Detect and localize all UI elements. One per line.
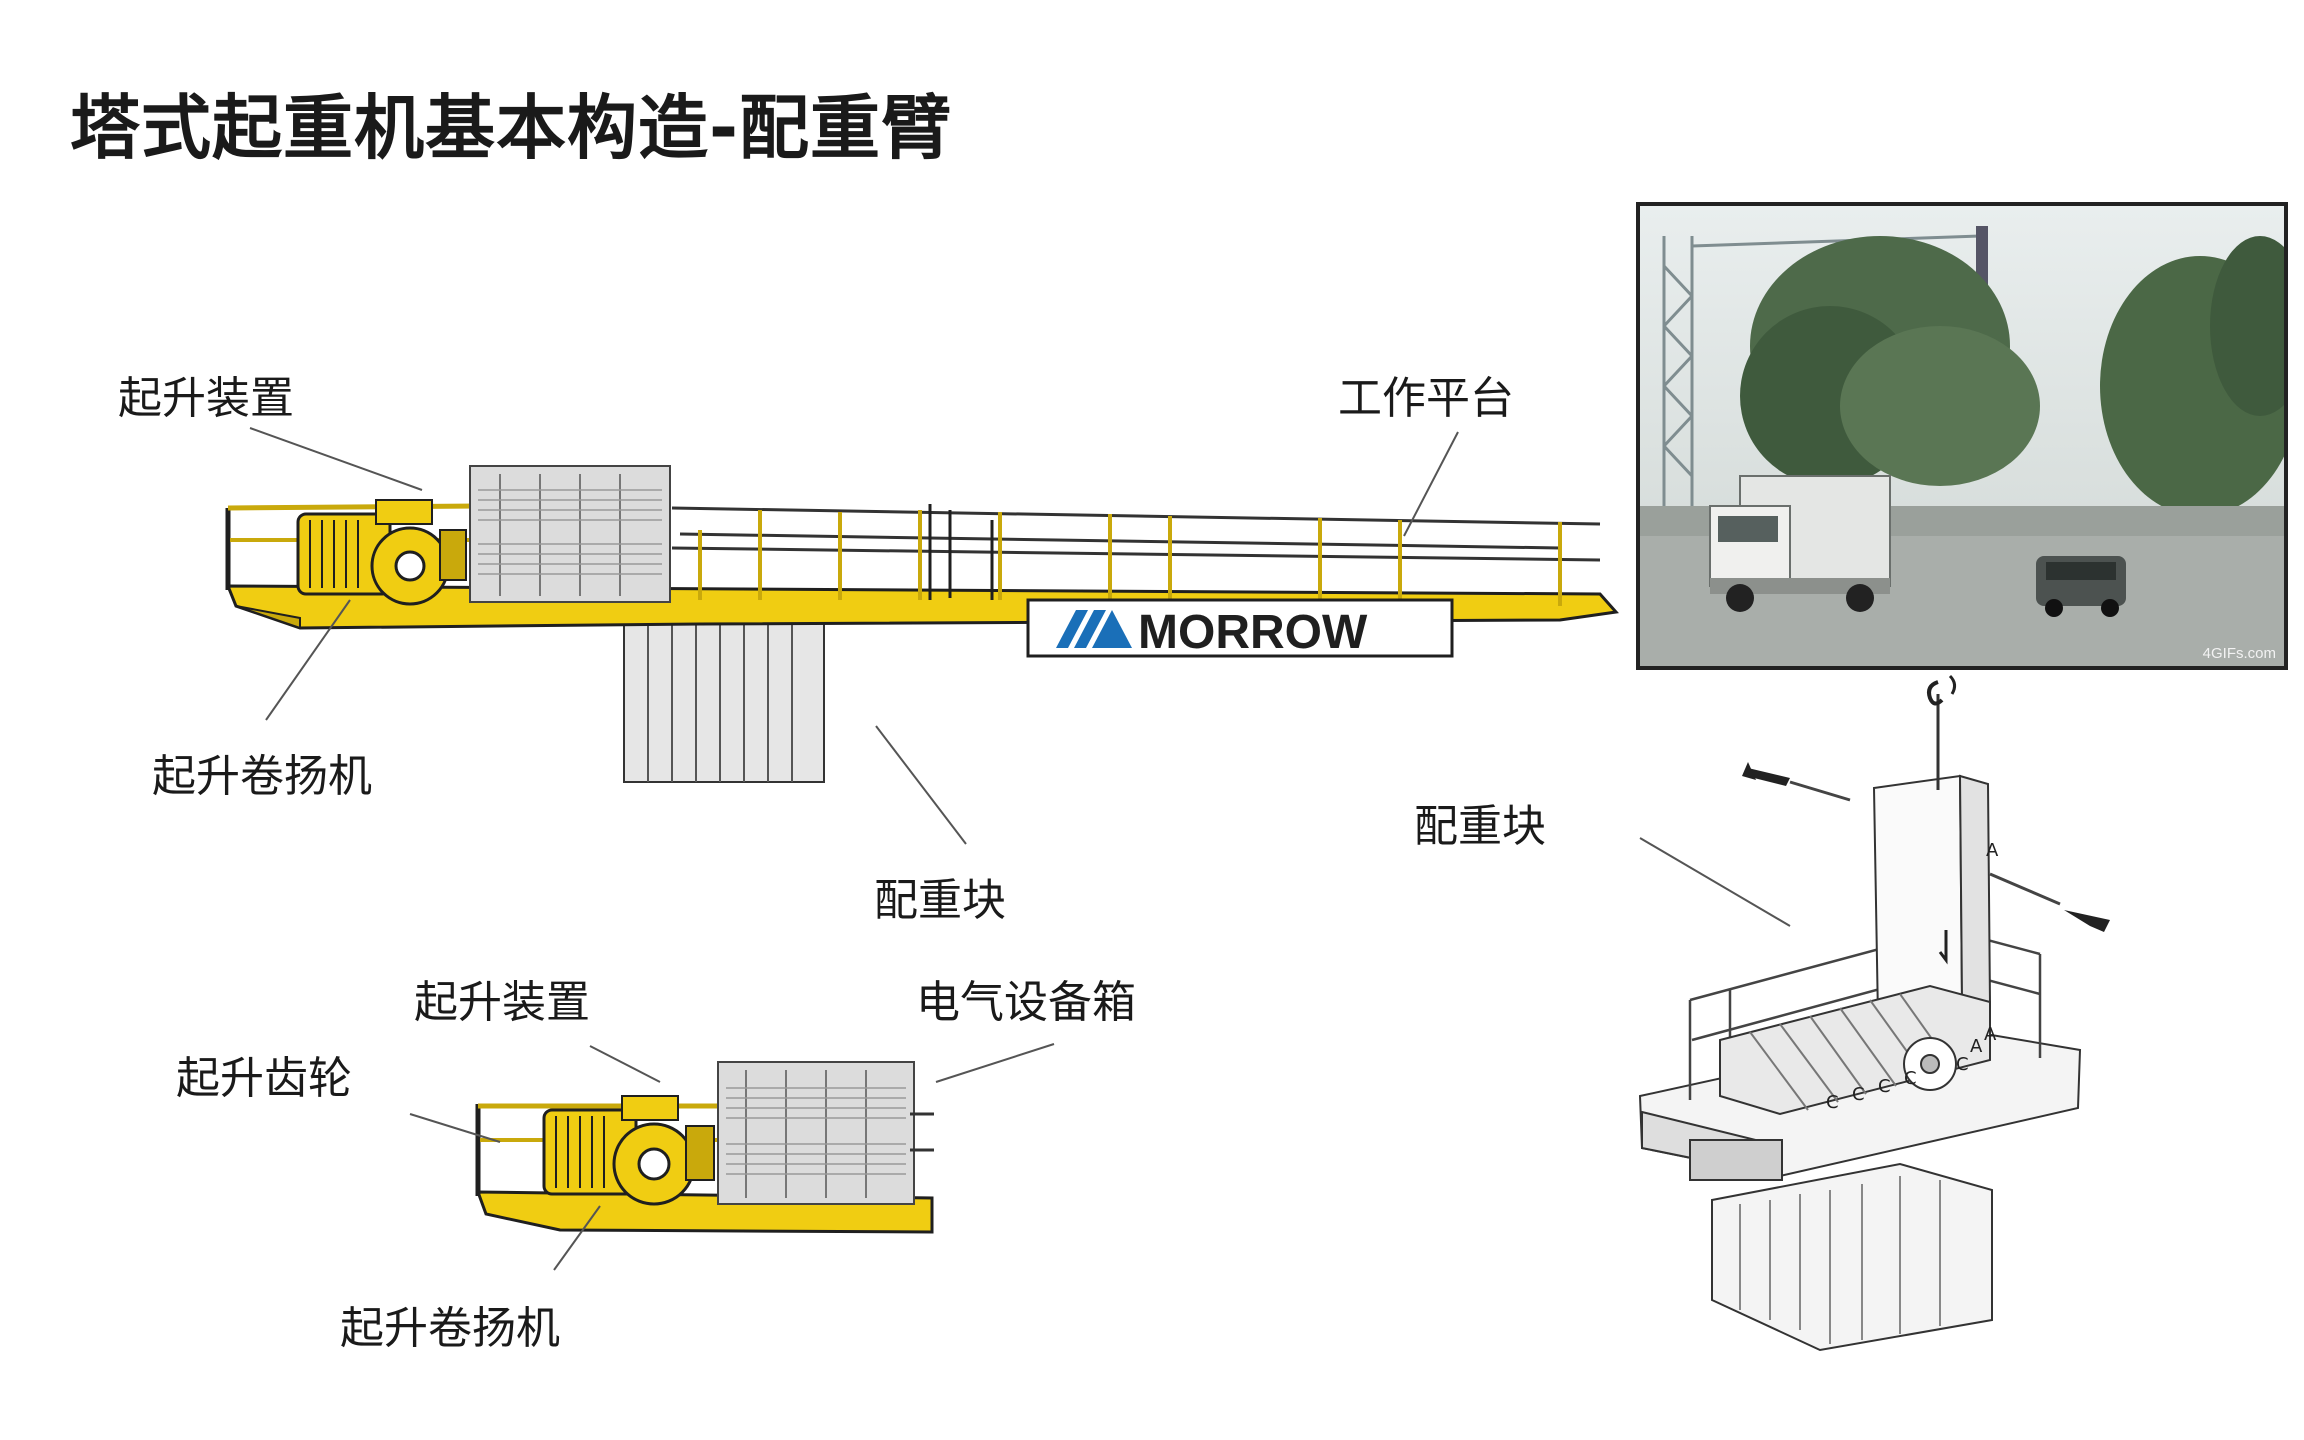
label-lower-hoist-winch: 起升卷扬机 <box>340 1303 560 1354</box>
block-letter-8: A <box>1986 840 1999 861</box>
right-leader-line <box>1639 837 1791 927</box>
right-counterweight-isometric <box>1638 674 2110 1352</box>
page-title: 塔式起重机基本构造-配重臂 <box>70 87 953 169</box>
label-lower-electrical-box: 电气设备箱 <box>916 977 1136 1028</box>
street-scene-image <box>1640 206 2284 666</box>
block-letter-3: C <box>1878 1076 1891 1097</box>
upper-counterweight-blocks <box>621 609 843 783</box>
lower-leader-lines <box>409 1043 1055 1271</box>
logo-text: MORROW <box>1138 606 1368 659</box>
morrow-logo <box>1026 598 1454 658</box>
block-letter-7: A <box>1984 1024 1997 1045</box>
label-lower-hoist-device: 起升装置 <box>414 977 590 1028</box>
upper-hoist-winch <box>296 499 467 606</box>
label-upper-hoist-winch: 起升卷扬机 <box>152 751 372 802</box>
label-upper-work-platform: 工作平台 <box>1338 373 1514 424</box>
video-watermark: 4GIFs.com <box>2202 645 2276 662</box>
label-lower-hoist-gear: 起升齿轮 <box>176 1053 352 1104</box>
block-letter-2: C <box>1852 1084 1865 1105</box>
upper-leader-lines <box>249 427 1459 845</box>
block-letter-1: C <box>1826 1092 1839 1113</box>
label-upper-counterweight: 配重块 <box>874 875 1006 926</box>
block-letter-5: C <box>1956 1054 1969 1075</box>
video-frame[interactable]: 4GIFs.com <box>1636 202 2288 670</box>
label-right-counterweight: 配重块 <box>1414 801 1546 852</box>
upper-counter-jib: MORROW <box>225 465 1619 783</box>
lower-winch-assembly <box>475 1061 934 1234</box>
block-letter-4: C <box>1904 1068 1917 1089</box>
label-upper-hoist-device: 起升装置 <box>118 373 294 424</box>
block-letter-6: A <box>1970 1036 1983 1057</box>
upper-electrical-cabinet <box>469 465 671 603</box>
